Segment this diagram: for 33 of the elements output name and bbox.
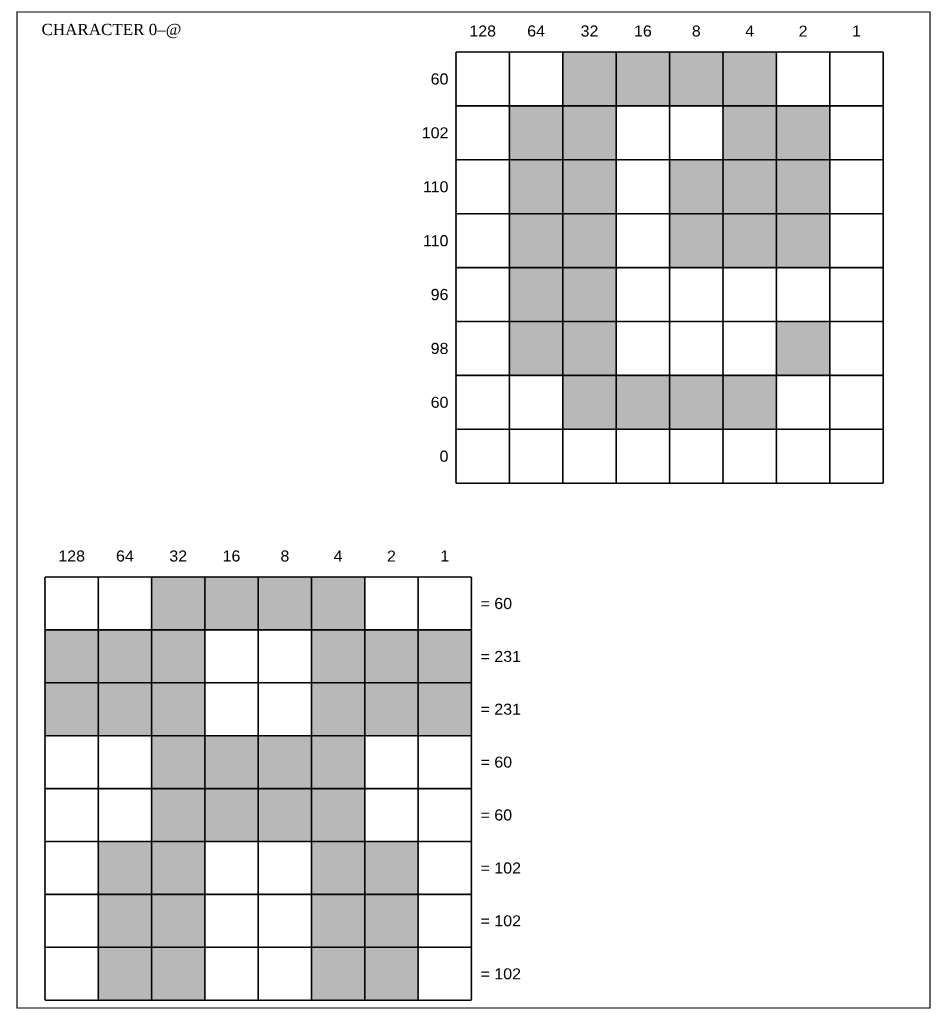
column-weight: 4	[334, 550, 343, 562]
row-value: 0	[440, 450, 448, 462]
row-value: 110	[424, 235, 448, 247]
row-value: 102	[423, 127, 448, 139]
row-value: 98	[431, 342, 448, 355]
column-weight: 1	[441, 550, 449, 562]
column-weight: 32	[169, 550, 187, 562]
column-weight: 1	[853, 25, 861, 37]
column-weight: 128	[470, 25, 496, 37]
column-weight: 64	[116, 550, 134, 562]
row-value: 60	[431, 73, 448, 85]
column-weight: 4	[745, 25, 754, 37]
row-value: = 60	[481, 756, 512, 768]
row-value: = 102	[481, 862, 521, 874]
column-weight: 32	[581, 25, 598, 37]
row-value: = 60	[481, 809, 512, 821]
column-weight: 128	[59, 550, 85, 562]
column-weight: 2	[799, 25, 807, 37]
row-value: 110	[424, 181, 448, 193]
title: CHARACTER 0–@	[42, 23, 181, 39]
row-value: = 102	[481, 968, 521, 980]
row-value: = 231	[481, 703, 521, 715]
column-weight: 2	[387, 550, 396, 562]
row-value: 60	[431, 396, 448, 408]
column-weight: 16	[223, 550, 240, 562]
row-value: = 60	[481, 597, 512, 610]
row-value: 96	[431, 288, 448, 301]
row-value: = 231	[481, 650, 521, 663]
column-weight: 8	[692, 25, 701, 37]
row-value: = 102	[481, 915, 521, 927]
column-weight: 64	[528, 25, 545, 37]
column-weight: 16	[635, 25, 652, 37]
column-weight: 8	[281, 550, 289, 562]
